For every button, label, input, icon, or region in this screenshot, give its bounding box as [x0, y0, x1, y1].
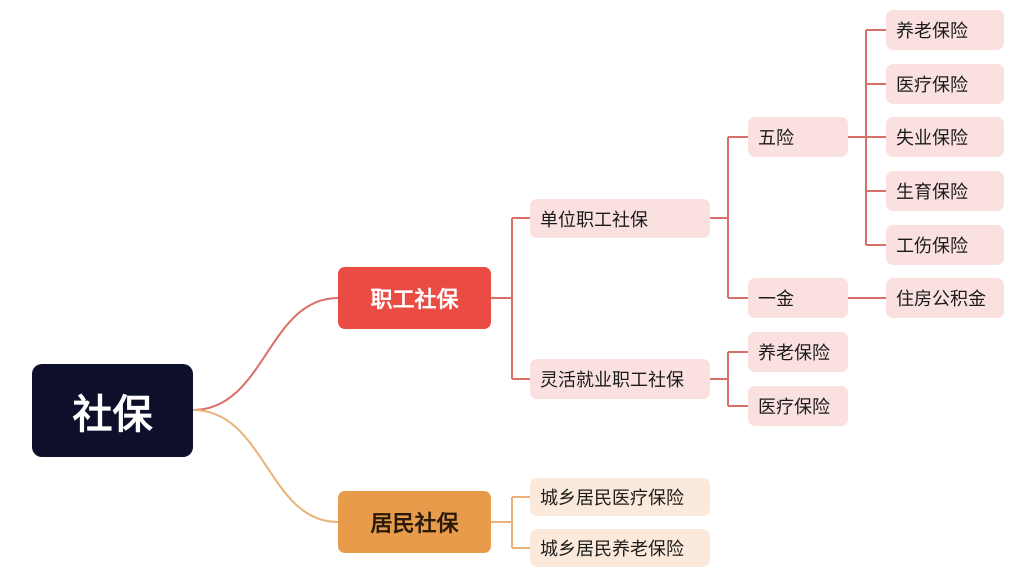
node-one-fund: 一金	[748, 278, 848, 318]
node-employee-social-insurance: 职工社保	[338, 267, 491, 329]
edges-employee	[491, 29, 886, 407]
node-pension-insurance: 养老保险	[886, 10, 1004, 50]
edge-root-employee	[192, 297, 339, 411]
edges-resident	[491, 496, 530, 549]
node-flexible-pension: 养老保险	[748, 332, 848, 372]
node-flexible-employee-insurance: 灵活就业职工社保	[530, 359, 710, 399]
node-unit-employee-insurance: 单位职工社保	[530, 199, 710, 238]
node-resident-pension-insurance: 城乡居民养老保险	[530, 529, 710, 567]
node-flexible-medical: 医疗保险	[748, 386, 848, 426]
node-work-injury-insurance: 工伤保险	[886, 225, 1004, 265]
node-five-insurances: 五险	[748, 117, 848, 157]
node-maternity-insurance: 生育保险	[886, 171, 1004, 211]
node-unemployment-insurance: 失业保险	[886, 117, 1004, 157]
edge-root-resident	[192, 409, 339, 523]
node-resident-medical-insurance: 城乡居民医疗保险	[530, 478, 710, 516]
node-medical-insurance: 医疗保险	[886, 64, 1004, 104]
node-housing-fund: 住房公积金	[886, 278, 1004, 318]
node-resident-social-insurance: 居民社保	[338, 491, 491, 553]
root-node-social-insurance: 社保	[32, 364, 193, 457]
